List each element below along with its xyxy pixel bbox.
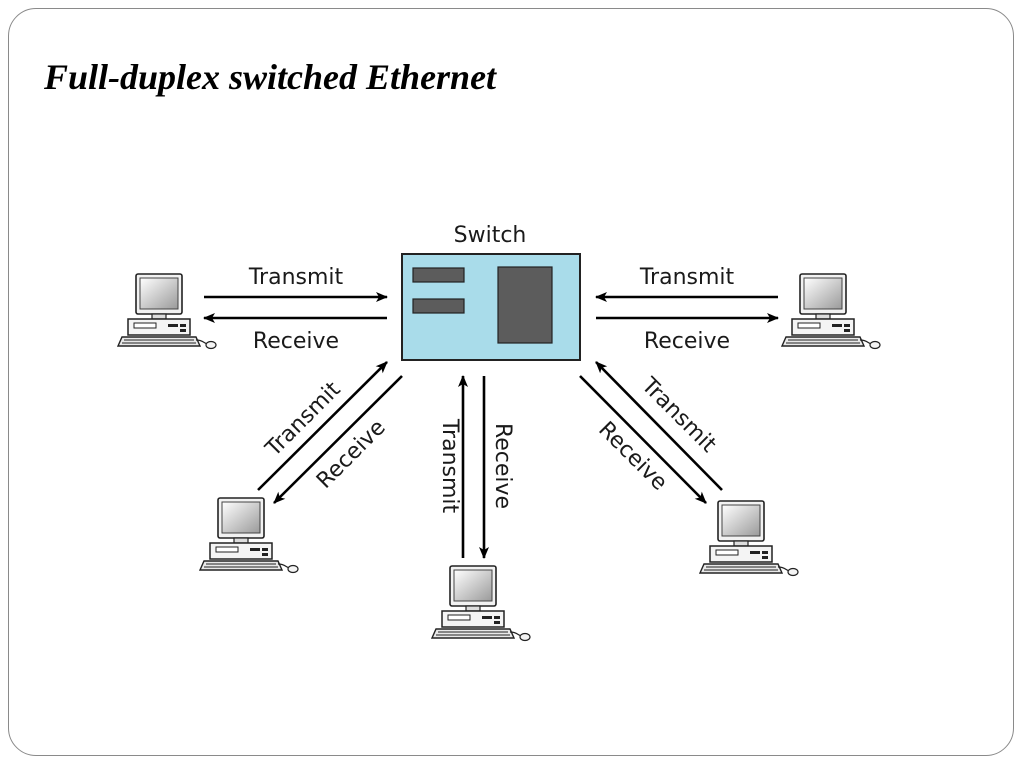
computer-icon-right [781,273,881,350]
link-left-transmit-label: Transmit [248,265,344,290]
link-right-transmit-label: Transmit [639,265,735,290]
link-lower-right: Transmit Receive [579,361,723,504]
switch-label: Switch [454,223,527,248]
computer-icon-left [117,273,217,350]
computer-icon-lower-left [199,497,299,574]
link-bottom-receive-label: Receive [490,423,515,509]
link-left-receive-label: Receive [253,329,339,354]
link-lower-left-transmit-label: Transmit [261,377,346,462]
switch-icon [401,253,581,361]
link-right-receive-label: Receive [644,329,730,354]
link-left: Transmit Receive [203,265,388,354]
link-right: Transmit Receive [595,265,779,354]
link-lower-left: Transmit Receive [257,361,403,504]
slide-title: Full-duplex switched Ethernet [44,57,497,97]
link-bottom-transmit-label: Transmit [437,418,462,514]
computer-icon-lower-right [699,500,799,577]
link-bottom: Transmit Receive [437,375,515,559]
computer-icon-bottom [431,565,531,642]
